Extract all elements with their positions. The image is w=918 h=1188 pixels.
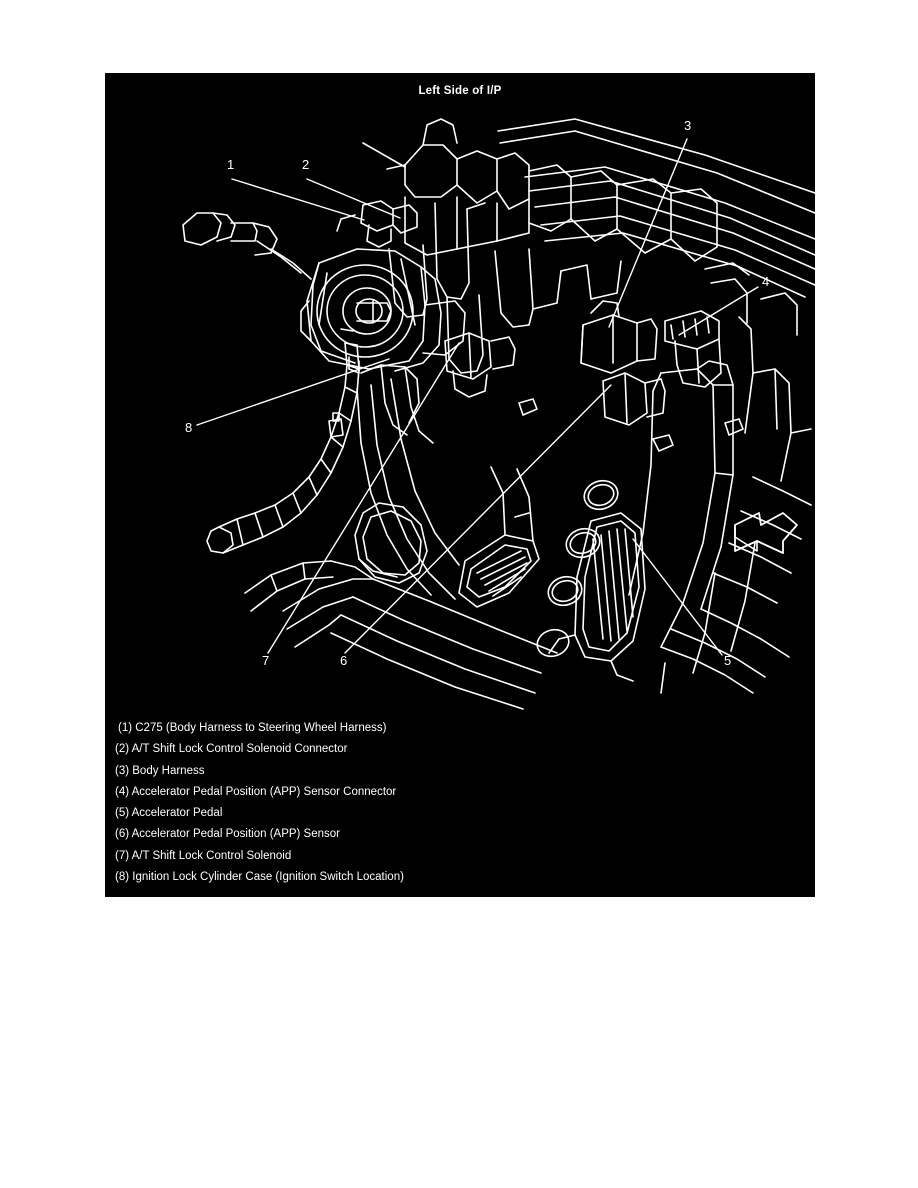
ignition-lock-cylinder-case bbox=[300, 248, 466, 374]
legend-item-1: (1) C275 (Body Harness to Steering Wheel… bbox=[118, 722, 387, 734]
right-panel-edges bbox=[704, 262, 812, 482]
direction-arrow bbox=[734, 512, 798, 554]
legend-item-2: (2) A/T Shift Lock Control Solenoid Conn… bbox=[115, 743, 348, 756]
callout-number-6: 6 bbox=[340, 653, 348, 668]
legend-item-7: (7) A/T Shift Lock Control Solenoid bbox=[115, 849, 292, 862]
app-sensor-body bbox=[602, 372, 666, 426]
carpet-seam-lines bbox=[282, 578, 558, 710]
callout-number-5: 5 bbox=[724, 653, 732, 668]
legend-item-6: (6) Accelerator Pedal Position (APP) Sen… bbox=[115, 828, 340, 841]
lower-sill-trim bbox=[244, 560, 374, 612]
ip-support-brace bbox=[388, 202, 622, 374]
leader-lines bbox=[196, 138, 759, 656]
kick-panel-right bbox=[628, 278, 754, 648]
callout-number-3: 3 bbox=[684, 118, 692, 133]
floor-pan-holes bbox=[536, 479, 619, 658]
legend-list: (1) C275 (Body Harness to Steering Wheel… bbox=[115, 718, 805, 888]
figure-panel: Left Side of I/P bbox=[105, 73, 815, 897]
callout-number-2: 2 bbox=[302, 157, 310, 172]
line-art-diagram bbox=[105, 73, 815, 713]
legend-item-5: (5) Accelerator Pedal bbox=[115, 807, 223, 820]
turn-signal-stalk bbox=[182, 212, 312, 280]
hvac-duct-mid bbox=[528, 164, 718, 262]
legend-item-8: (8) Ignition Lock Cylinder Case (Ignitio… bbox=[115, 871, 404, 884]
brake-pedal bbox=[458, 466, 540, 608]
callout-number-8: 8 bbox=[185, 420, 193, 435]
legend-item-4: (4) Accelerator Pedal Position (APP) Sen… bbox=[115, 785, 397, 798]
legend-item-3: (3) Body Harness bbox=[115, 764, 205, 777]
hvac-duct-upper bbox=[362, 118, 530, 256]
app-sensor-connector bbox=[664, 310, 722, 388]
callout-number-1: 1 bbox=[227, 157, 235, 172]
corrugated-conduit-main bbox=[206, 328, 360, 554]
ip-top-pad-lines bbox=[497, 118, 815, 298]
fasteners bbox=[518, 398, 744, 452]
accelerator-pedal bbox=[548, 512, 646, 682]
column-shroud-opening bbox=[354, 502, 428, 584]
right-floor-tunnel bbox=[660, 476, 812, 694]
callout-number-4: 4 bbox=[762, 274, 770, 289]
figure-title: Left Side of I/P bbox=[418, 85, 502, 97]
body-harness-connector bbox=[580, 300, 658, 374]
callout-number-7: 7 bbox=[262, 653, 270, 668]
harness-clip bbox=[328, 412, 344, 438]
shift-lock-solenoid bbox=[444, 332, 516, 398]
